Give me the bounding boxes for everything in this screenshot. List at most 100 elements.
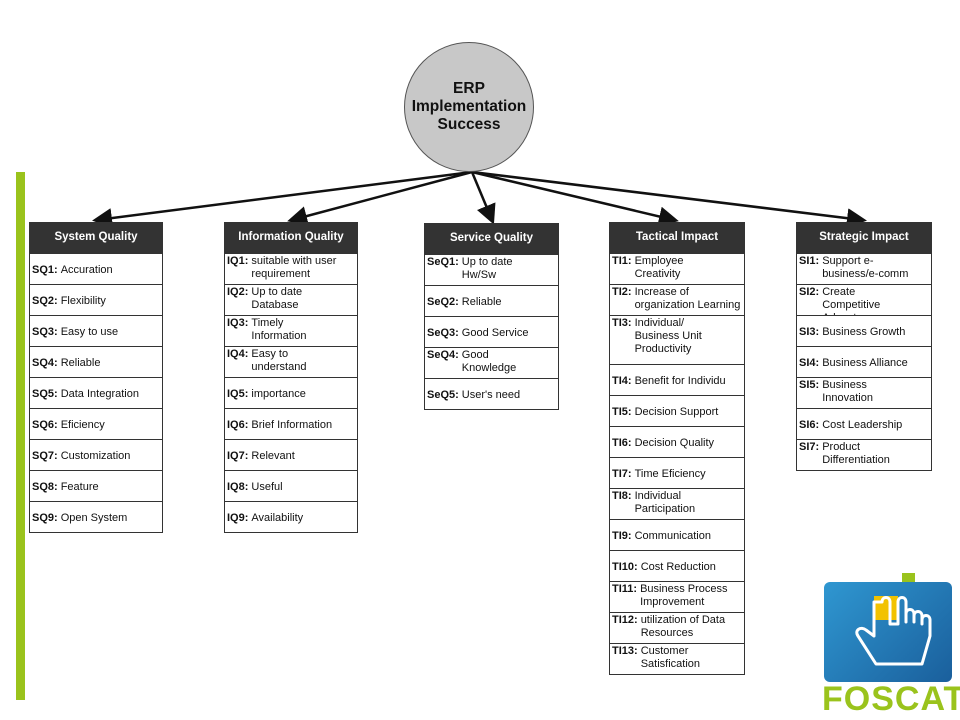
- list-item: TI12:utilization of Data Resources: [610, 612, 744, 643]
- root-node-label: ERP Implementation Success: [411, 80, 527, 133]
- column-title: System Quality: [30, 223, 162, 253]
- item-text: Feature: [60, 480, 99, 493]
- column-title: Tactical Impact: [610, 223, 744, 253]
- list-item: SeQ5:User's need: [425, 378, 558, 409]
- list-item: SI6:Cost Leadership: [797, 408, 931, 439]
- item-text: suitable with user requirement: [251, 255, 337, 280]
- item-text: Good Knowledge: [461, 349, 517, 374]
- list-item: SI4:Business Alliance: [797, 346, 931, 377]
- list-item: SeQ3:Good Service: [425, 316, 558, 347]
- column-title: Strategic Impact: [797, 223, 931, 253]
- item-text: importance: [251, 387, 306, 400]
- item-text: Accuration: [60, 263, 113, 276]
- item-text: Business Innovation: [822, 379, 873, 404]
- item-code: SI7:: [799, 441, 820, 453]
- column-system-quality: System Quality SQ1:Accuration SQ2:Flexib…: [29, 222, 163, 533]
- item-text: Individual/ Business Unit Productivity: [634, 317, 702, 355]
- arrow-strategic-impact: [471, 170, 867, 229]
- item-code: SeQ3:: [427, 326, 459, 339]
- list-item: SI5:Business Innovation: [797, 377, 931, 408]
- list-item: TI3:Individual/ Business Unit Productivi…: [610, 315, 744, 364]
- list-item: TI1:Employee Creativity: [610, 253, 744, 284]
- item-text: Easy to understand: [251, 348, 307, 373]
- list-item: TI6:Decision Quality: [610, 426, 744, 457]
- item-code: IQ2:: [227, 286, 249, 298]
- list-item: TI13:Customer Satisfication: [610, 643, 744, 674]
- item-text: Decision Quality: [634, 436, 715, 449]
- item-code: IQ5:: [227, 387, 249, 400]
- list-item: SQ8:Feature: [30, 470, 162, 501]
- item-text: Reliable: [60, 356, 101, 369]
- list-item: SI1:Support e- business/e-comm: [797, 253, 931, 284]
- item-code: SQ2:: [32, 294, 58, 307]
- item-code: SI3:: [799, 325, 820, 338]
- item-text: Availability: [251, 511, 304, 524]
- item-text: Decision Support: [634, 405, 719, 418]
- list-item: IQ7:Relevant: [225, 439, 357, 470]
- item-text: Relevant: [251, 449, 295, 462]
- column-strategic-impact: Strategic Impact SI1:Support e- business…: [796, 222, 932, 471]
- item-code: TI11:: [612, 583, 638, 595]
- item-code: IQ9:: [227, 511, 249, 524]
- item-code: IQ1:: [227, 255, 249, 267]
- item-code: TI7:: [612, 467, 632, 480]
- item-text: Open System: [60, 511, 128, 524]
- item-text: Timely Information: [251, 317, 307, 342]
- item-code: SQ6:: [32, 418, 58, 431]
- item-code: SeQ4:: [427, 349, 459, 361]
- list-item: SQ9:Open System: [30, 501, 162, 532]
- logo-text: FOSCAT: [822, 680, 960, 718]
- item-text: Data Integration: [60, 387, 139, 400]
- item-text: Employee Creativity: [634, 255, 684, 280]
- column-tactical-impact: Tactical Impact TI1:Employee Creativity …: [609, 222, 745, 675]
- item-code: SI4:: [799, 356, 820, 369]
- list-item: SQ3:Easy to use: [30, 315, 162, 346]
- item-text: Cost Reduction: [640, 560, 716, 573]
- item-text: Good Service: [461, 326, 529, 339]
- arrow-system-quality: [92, 170, 473, 229]
- list-item: IQ3:Timely Information: [225, 315, 357, 346]
- item-text: Customer Satisfication: [640, 645, 700, 670]
- logo-background: [824, 582, 952, 682]
- column-title: Service Quality: [425, 224, 558, 254]
- item-code: SQ1:: [32, 263, 58, 276]
- item-text: Benefit for Individu: [634, 374, 726, 387]
- item-text: Customization: [60, 449, 131, 462]
- item-code: TI12:: [612, 614, 638, 626]
- list-item: IQ2:Up to date Database: [225, 284, 357, 315]
- item-text: Cost Leadership: [822, 418, 903, 431]
- item-code: SQ7:: [32, 449, 58, 462]
- item-code: SI2:: [799, 286, 820, 298]
- column-service-quality: Service Quality SeQ1:Up to date Hw/Sw Se…: [424, 223, 559, 410]
- item-text: Brief Information: [251, 418, 333, 431]
- list-item: TI7:Time Eficiency: [610, 457, 744, 488]
- list-item: SQ4:Reliable: [30, 346, 162, 377]
- arrow-information-quality: [287, 170, 473, 226]
- arrow-service-quality: [470, 171, 496, 225]
- list-item: IQ4:Easy to understand: [225, 346, 357, 377]
- list-item: SQ2:Flexibility: [30, 284, 162, 315]
- item-text: Support e- business/e-comm: [822, 255, 909, 280]
- list-item: SQ7:Customization: [30, 439, 162, 470]
- item-code: TI5:: [612, 405, 632, 418]
- item-code: TI13:: [612, 645, 638, 657]
- item-text: Business Growth: [822, 325, 906, 338]
- list-item: IQ1:suitable with user requirement: [225, 253, 357, 284]
- item-code: SeQ1:: [427, 256, 459, 268]
- item-code: TI10:: [612, 560, 638, 573]
- list-item: IQ6:Brief Information: [225, 408, 357, 439]
- list-item: TI8:Individual Participation: [610, 488, 744, 519]
- hand-pointer-icon: [855, 596, 932, 666]
- item-code: IQ4:: [227, 348, 249, 360]
- item-code: IQ6:: [227, 418, 249, 431]
- item-text: Product Differentiation: [822, 441, 890, 466]
- item-code: IQ8:: [227, 480, 249, 493]
- item-text: Eficiency: [60, 418, 105, 431]
- list-item: TI5:Decision Support: [610, 395, 744, 426]
- item-text: Increase of organization Learning: [634, 286, 741, 311]
- item-code: SI1:: [799, 255, 820, 267]
- item-text: Easy to use: [60, 325, 119, 338]
- list-item: SQ5:Data Integration: [30, 377, 162, 408]
- list-item: SeQ1:Up to date Hw/Sw: [425, 254, 558, 285]
